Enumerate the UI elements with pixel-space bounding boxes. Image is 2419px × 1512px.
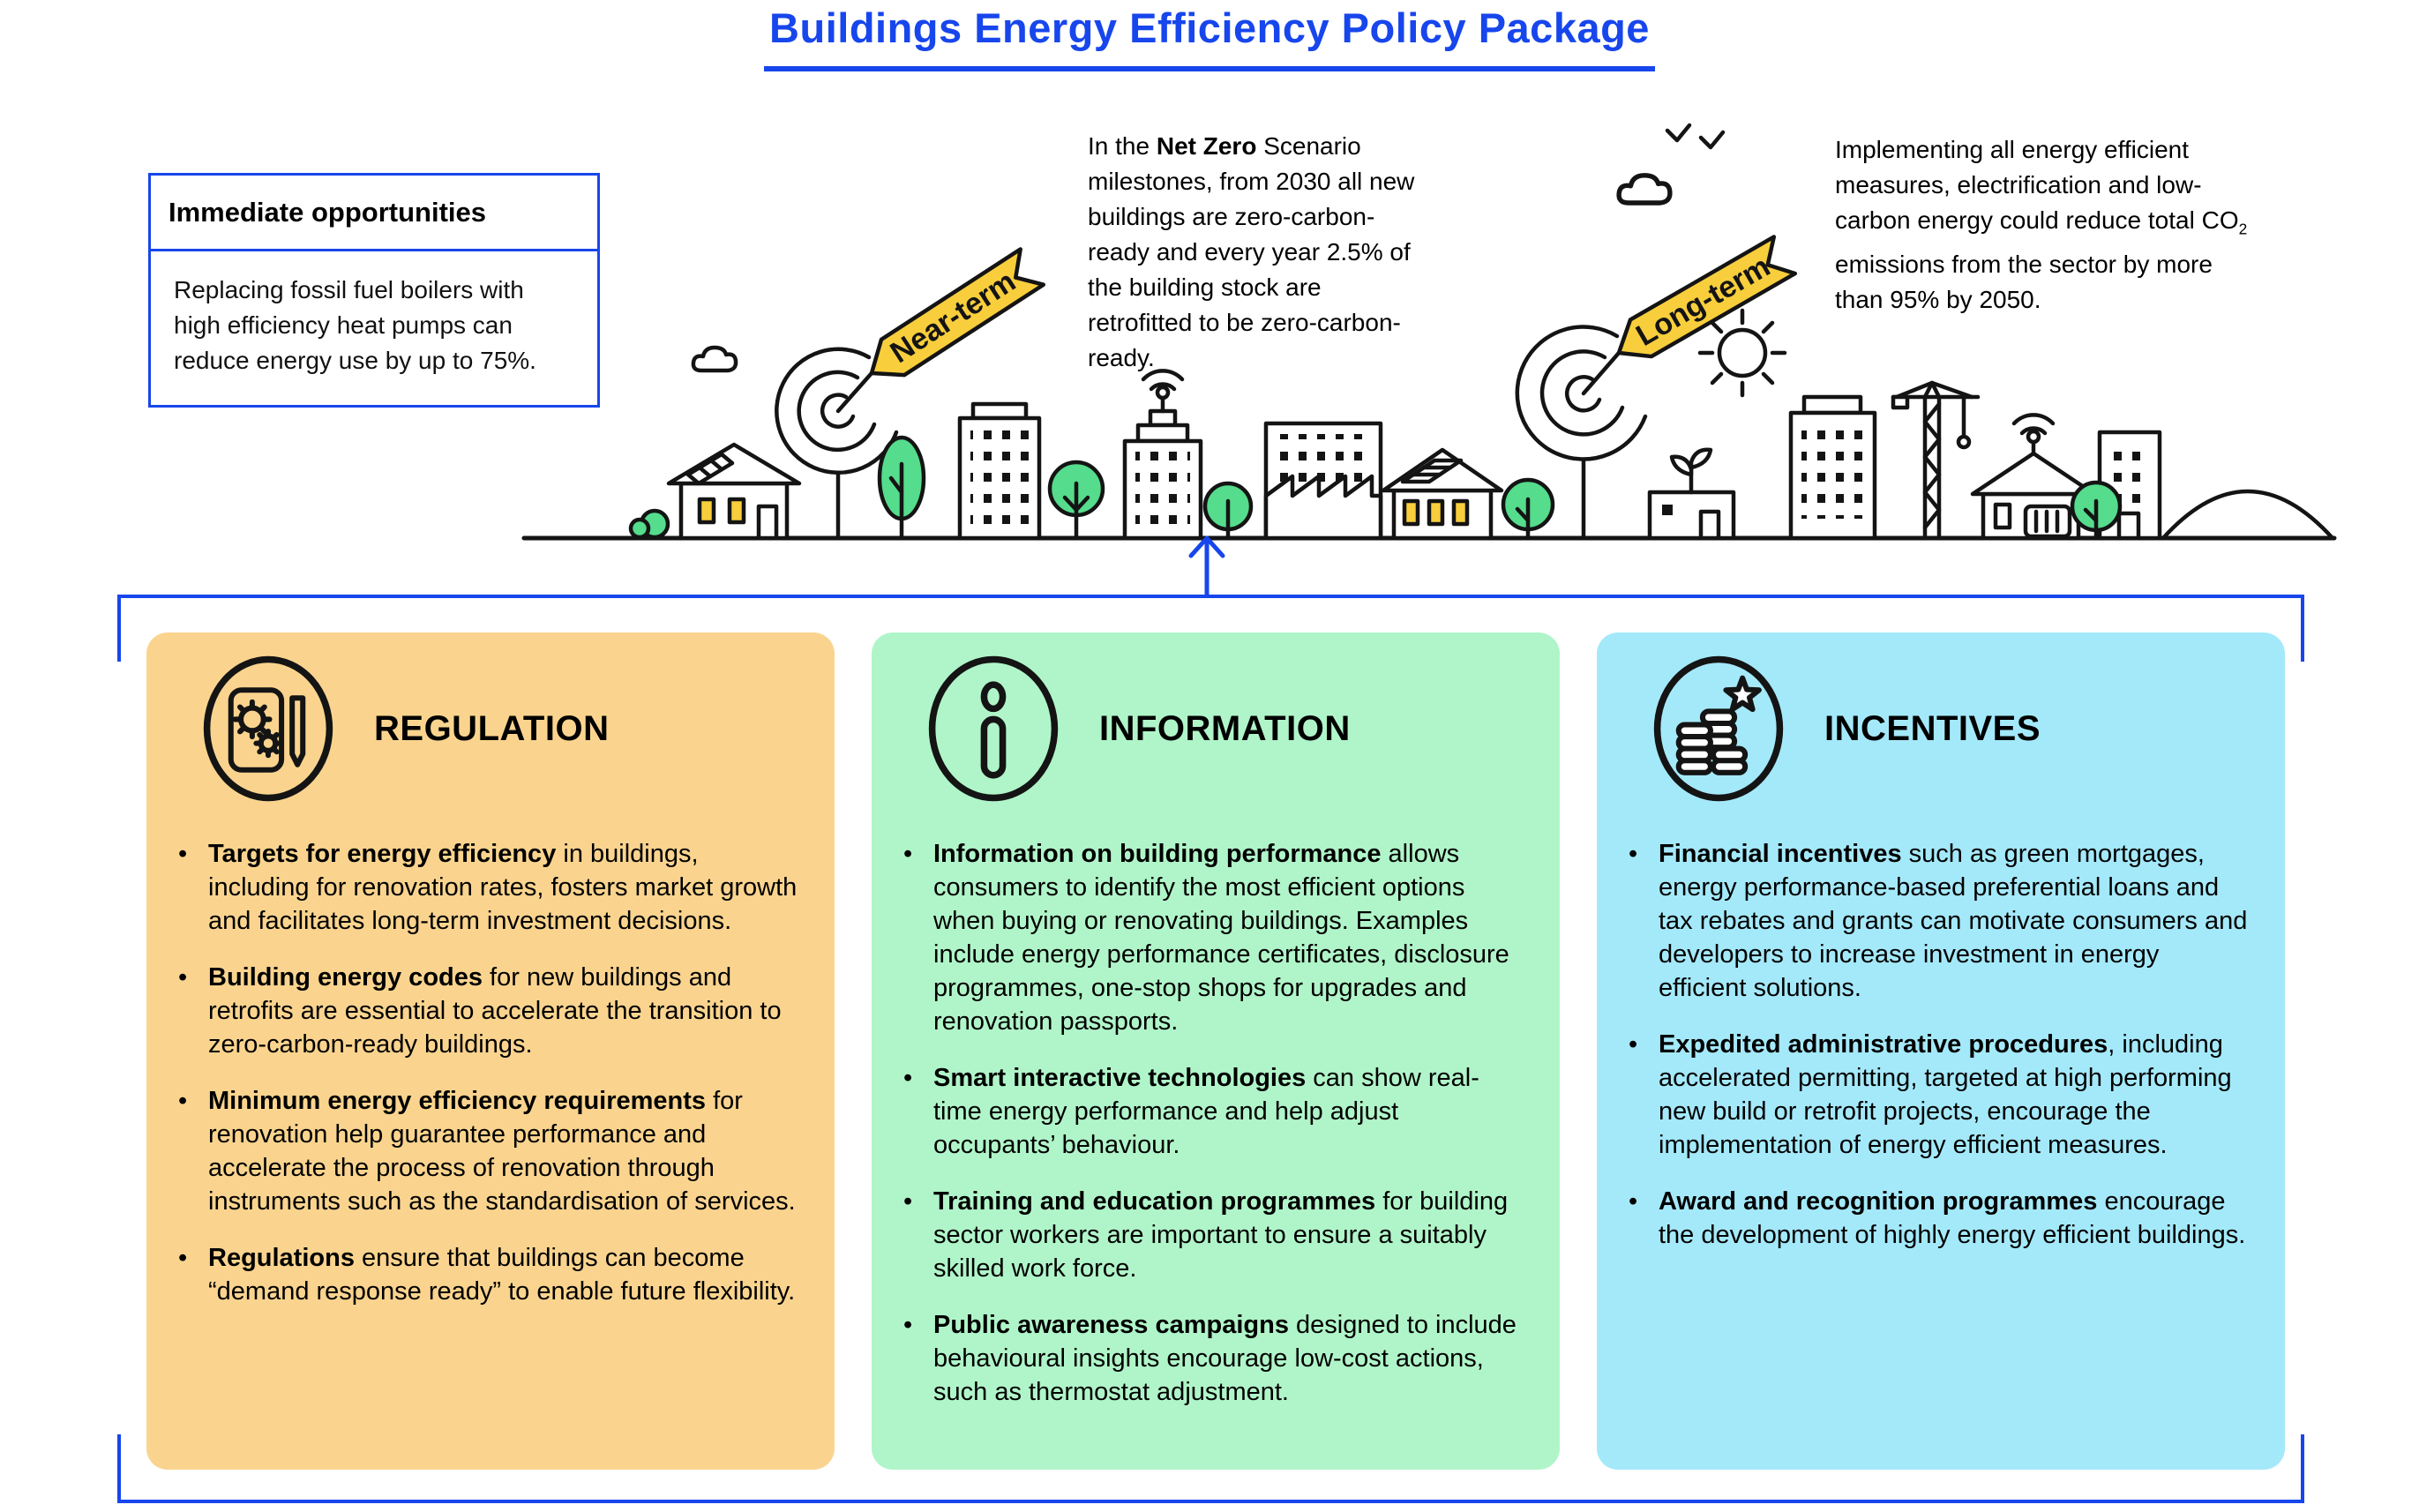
net-zero-note-suffix: Scenario milestones, from 2030 all new b… <box>1088 132 1415 371</box>
office-building <box>1788 394 1877 541</box>
office-building <box>957 401 1042 541</box>
birds-icon <box>1665 123 1726 150</box>
regulation-card: REGULATION Targets for energy efficiency… <box>146 632 835 1470</box>
bullet-rest: ensure that buildings can become “demand… <box>208 1244 796 1306</box>
bullet-rest: in buildings, including for renovation r… <box>208 840 798 935</box>
solar-house <box>1381 447 1504 541</box>
bullet-item: Targets for energy efficiency in buildin… <box>176 837 801 938</box>
regulation-card-header: REGULATION <box>201 655 609 802</box>
information-card-header: INFORMATION <box>926 655 1351 802</box>
information-icon <box>928 655 1059 802</box>
tree <box>877 435 926 541</box>
cloud-icon <box>1616 173 1673 206</box>
information-bullets: Information on building performance allo… <box>902 837 1526 1432</box>
regulation-icon <box>203 655 333 802</box>
incentives-bullets: Financial incentives such as green mortg… <box>1627 837 2251 1275</box>
net-zero-note-prefix: In the <box>1088 132 1157 160</box>
solar-house <box>666 442 802 541</box>
bullet-item: Regulations ensure that buildings can be… <box>176 1241 801 1308</box>
skyline-illustration: Near-term <box>521 123 2337 541</box>
bush <box>628 508 670 540</box>
near-term-banner-label: Near-term <box>885 265 1022 370</box>
incentives-icon <box>1653 655 1784 802</box>
up-arrow-icon <box>1188 535 1225 598</box>
bullet-item: Information on building performance allo… <box>902 837 1526 1038</box>
factory-building <box>1263 421 1383 541</box>
bullet-item: Minimum energy efficiency requirements f… <box>176 1084 801 1218</box>
frame-top-left-corner <box>117 595 121 662</box>
bullet-bold: Public awareness campaigns <box>933 1311 1289 1339</box>
immediate-opportunities-body: Replacing fossil fuel boilers with high … <box>174 276 536 374</box>
bullet-bold: Financial incentives <box>1659 840 1902 868</box>
bullet-rest: for building sector workers are importan… <box>933 1187 1509 1283</box>
near-term-target <box>775 347 899 541</box>
smart-skyscraper <box>1122 369 1203 541</box>
bullet-rest: , including accelerated permitting, targ… <box>1659 1030 2232 1159</box>
incentives-card-title: INCENTIVES <box>1824 708 2041 748</box>
sun-icon <box>1697 308 1787 398</box>
bullet-bold: Minimum energy efficiency requirements <box>208 1087 707 1115</box>
near-term-banner: Near-term <box>869 247 1046 378</box>
incentives-card-header: INCENTIVES <box>1651 655 2041 802</box>
bullet-bold: Training and education programmes <box>933 1187 1376 1216</box>
immediate-opportunities-box: Immediate opportunities Replacing fossil… <box>148 173 600 408</box>
hill <box>2161 489 2335 541</box>
net-zero-note-bold: Net Zero <box>1156 132 1257 160</box>
bullet-item: Award and recognition programmes encoura… <box>1627 1185 2251 1252</box>
frame-bottom-left-corner <box>117 1434 121 1503</box>
emissions-note: Implementing all energy efficient measur… <box>1835 132 2258 318</box>
bullet-item: Expedited administrative procedures, inc… <box>1627 1028 2251 1162</box>
incentives-card: INCENTIVES Financial incentives such as … <box>1597 632 2285 1470</box>
page-title: Buildings Energy Efficiency Policy Packa… <box>764 4 1655 71</box>
bullet-bold: Information on building performance <box>933 840 1382 868</box>
bullet-bold: Regulations <box>208 1244 355 1272</box>
bullet-rest: allows consumers to identify the most ef… <box>933 840 1509 1036</box>
emissions-note-part1: Implementing all energy efficient measur… <box>1835 136 2239 234</box>
regulation-card-title: REGULATION <box>374 708 610 748</box>
frame-top-right-corner <box>2301 595 2304 662</box>
tree <box>2070 480 2123 541</box>
immediate-opportunities-heading: Immediate opportunities <box>151 176 597 251</box>
long-term-banner-label: Long-term <box>1630 250 1776 353</box>
tree <box>1501 477 1555 541</box>
bullet-rest: can show real-time energy performance an… <box>933 1064 1479 1159</box>
title-wrap: Buildings Energy Efficiency Policy Packa… <box>0 4 2419 71</box>
emissions-note-subscript: 2 <box>2238 220 2248 238</box>
frame-bottom-line <box>117 1500 2304 1503</box>
bullet-bold: Building energy codes <box>208 963 483 992</box>
bullet-item: Financial incentives such as green mortg… <box>1627 837 2251 1005</box>
bullet-rest: designed to include behavioural insights… <box>933 1311 1517 1406</box>
tree <box>1202 481 1254 541</box>
net-zero-note: In the Net Zero Scenario milestones, fro… <box>1088 129 1416 376</box>
cloud-icon <box>691 345 738 373</box>
bullet-bold: Award and recognition programmes <box>1659 1187 2098 1216</box>
tree <box>1047 460 1105 541</box>
bullet-item: Building energy codes for new buildings … <box>176 961 801 1061</box>
bullet-rest: encourage the development of highly ener… <box>1659 1187 2246 1249</box>
bullet-item: Public awareness campaigns designed to i… <box>902 1308 1526 1409</box>
information-card-title: INFORMATION <box>1099 708 1351 748</box>
long-term-target <box>1515 325 1648 541</box>
regulation-bullets: Targets for energy efficiency in buildin… <box>176 837 801 1331</box>
bullet-item: Smart interactive technologies can show … <box>902 1061 1526 1162</box>
bullet-rest: such as green mortgages, energy performa… <box>1659 840 2248 1002</box>
frame-top-line <box>117 595 2304 598</box>
bullet-item: Training and education programmes for bu… <box>902 1185 1526 1285</box>
information-card: INFORMATION Information on building perf… <box>872 632 1560 1470</box>
bullet-bold: Expedited administrative procedures <box>1659 1030 2108 1059</box>
bullet-bold: Targets for energy efficiency <box>208 840 557 868</box>
bullet-bold: Smart interactive technologies <box>933 1064 1307 1092</box>
bullet-rest: for renovation help guarantee performanc… <box>208 1087 796 1216</box>
construction-crane <box>1891 380 1981 541</box>
smart-home <box>1970 413 2097 541</box>
green-sprout-house <box>1647 447 1736 541</box>
emissions-note-part2: emissions from the sector by more than 9… <box>1835 250 2213 313</box>
bullet-rest: for new buildings and retrofits are esse… <box>208 963 782 1059</box>
frame-bottom-right-corner <box>2301 1434 2304 1503</box>
